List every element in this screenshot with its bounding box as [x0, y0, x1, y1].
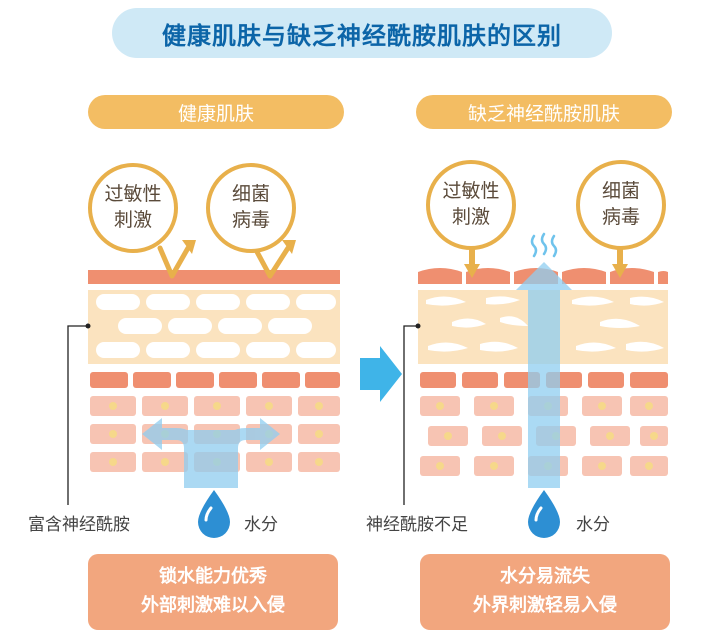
deficient-ceramide-leader: [403, 325, 418, 505]
allergen-label-line1: 过敏性: [104, 183, 162, 206]
deficient-lipid-fragments: [426, 296, 664, 352]
deficient-skin-heading: 缺乏神经酰胺肌肤: [416, 95, 672, 129]
page-title: 健康肌肤与缺乏神经酰胺肌肤的区别: [112, 8, 612, 58]
deficient-summary-box: 水分易流失 外界刺激轻易入侵: [420, 554, 670, 630]
healthy-allergen-circle: 过敏性 刺激: [88, 163, 178, 253]
healthy-surface-layer: [88, 270, 340, 284]
deficient-summary-line2: 外界刺激轻易入侵: [473, 595, 617, 616]
penetration-arrows: [464, 244, 628, 278]
bacteria-label-line2: 病毒: [601, 206, 640, 228]
healthy-deflect-arrows: [157, 245, 291, 279]
healthy-lipid-bricks: [96, 294, 336, 358]
allergen-label-line2: 刺激: [451, 206, 490, 228]
healthy-summary-box: 锁水能力优秀 外部刺激难以入侵: [88, 554, 338, 630]
healthy-ceramide-leader: [67, 325, 88, 505]
water-loss-arrow: [516, 262, 572, 488]
healthy-ceramide-label: 富含神经酰胺: [28, 515, 130, 535]
water-drop-icon: [528, 490, 560, 538]
healthy-water-retention-arrows: [142, 418, 280, 488]
steam-waves-icon: [530, 232, 558, 258]
deficient-bacteria-circle: 细菌 病毒: [576, 160, 666, 250]
arrow-right-icon: [360, 346, 402, 402]
deficient-water-label: 水分: [576, 515, 610, 535]
deficient-ceramide-label: 神经酰胺不足: [366, 515, 468, 535]
healthy-water-label: 水分: [244, 515, 278, 535]
bacteria-label-line1: 细菌: [231, 183, 270, 206]
deficient-allergen-circle: 过敏性 刺激: [426, 160, 516, 250]
healthy-summary-line2: 外部刺激难以入侵: [141, 595, 285, 616]
healthy-basal-row: [90, 372, 340, 388]
allergen-label-line1: 过敏性: [442, 180, 500, 203]
water-drop-icon: [198, 490, 230, 538]
healthy-summary-line1: 锁水能力优秀: [159, 566, 267, 588]
bacteria-label-line2: 病毒: [231, 209, 270, 231]
healthy-bacteria-circle: 细菌 病毒: [206, 163, 296, 253]
deficient-basal-row: [420, 372, 668, 388]
allergen-label-line2: 刺激: [113, 209, 152, 231]
healthy-skin-heading: 健康肌肤: [88, 95, 344, 129]
bacteria-label-line1: 细菌: [601, 180, 640, 203]
deficient-summary-line1: 水分易流失: [500, 566, 590, 588]
